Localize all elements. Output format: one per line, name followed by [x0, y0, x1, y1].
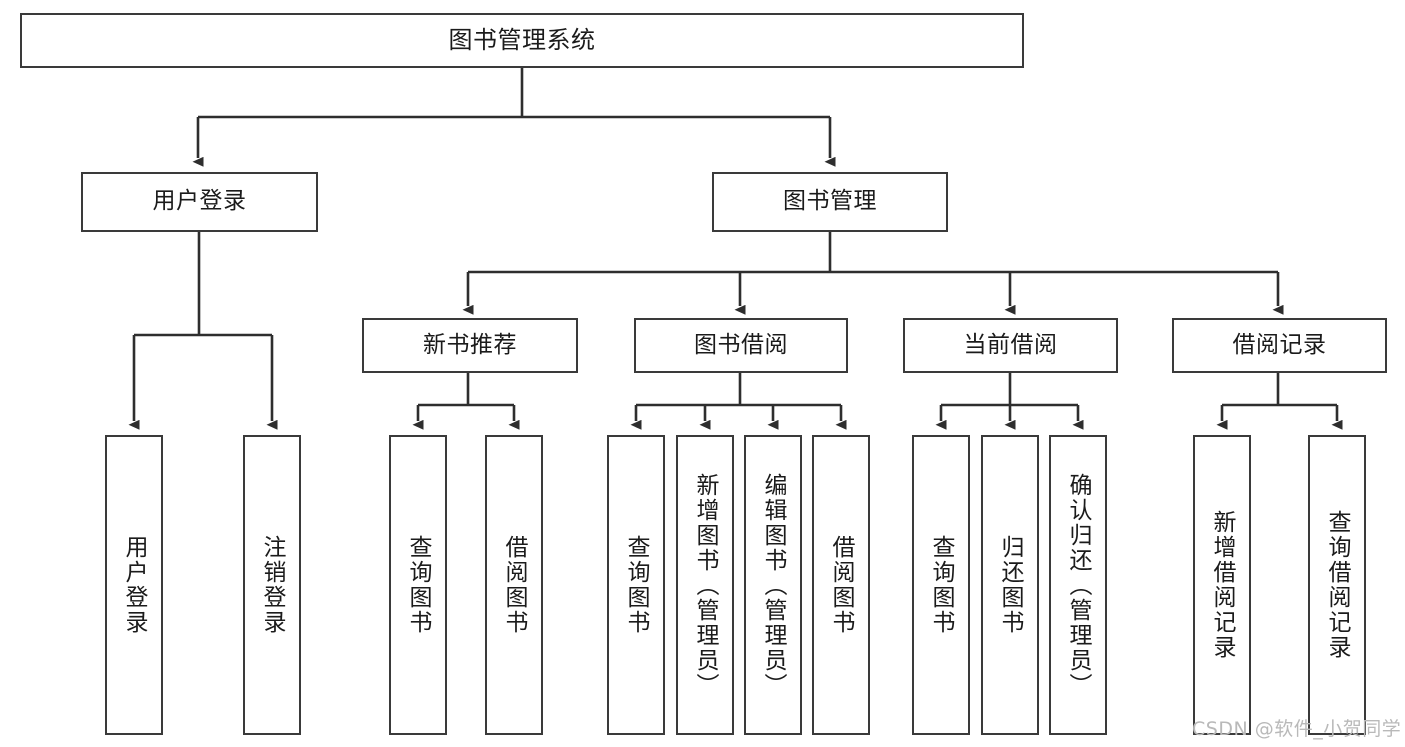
node-leaf-cb-confirm-return-label: 确认归还（管理员） — [1065, 472, 1092, 698]
node-leaf-bb-query-book-label: 查询图书 — [623, 535, 650, 635]
node-root-label: 图书管理系统 — [448, 26, 596, 55]
node-leaf-bb-borrow-book[interactable]: 借阅图书 — [812, 435, 870, 735]
node-book-management-label: 图书管理 — [783, 188, 877, 215]
node-leaf-cb-return-book-label: 归还图书 — [997, 535, 1024, 635]
node-leaf-bb-borrow-book-label: 借阅图书 — [828, 535, 855, 635]
node-leaf-cb-query-book-label: 查询图书 — [928, 535, 955, 635]
node-book-borrowing[interactable]: 图书借阅 — [634, 318, 848, 373]
node-book-management[interactable]: 图书管理 — [712, 172, 948, 232]
node-leaf-br-query-record-label: 查询借阅记录 — [1324, 510, 1351, 660]
node-leaf-br-add-record-label: 新增借阅记录 — [1209, 510, 1236, 660]
node-current-borrowing-label: 当前借阅 — [963, 331, 1058, 358]
node-user-login-label: 用户登录 — [152, 188, 247, 215]
node-leaf-bb-edit-book[interactable]: 编辑图书（管理员） — [744, 435, 802, 735]
node-leaf-cb-return-book[interactable]: 归还图书 — [981, 435, 1039, 735]
node-leaf-bb-add-book[interactable]: 新增图书（管理员） — [676, 435, 734, 735]
node-new-book-recommendation[interactable]: 新书推荐 — [362, 318, 578, 373]
node-leaf-user-login-label: 用户登录 — [121, 535, 148, 635]
node-leaf-br-add-record[interactable]: 新增借阅记录 — [1193, 435, 1251, 735]
node-book-borrowing-label: 图书借阅 — [694, 331, 788, 358]
node-leaf-cb-query-book[interactable]: 查询图书 — [912, 435, 970, 735]
node-leaf-user-login[interactable]: 用户登录 — [105, 435, 163, 735]
node-leaf-nb-query-book[interactable]: 查询图书 — [389, 435, 447, 735]
node-leaf-bb-edit-book-label: 编辑图书（管理员） — [760, 472, 787, 698]
node-leaf-nb-query-book-label: 查询图书 — [405, 535, 432, 635]
node-borrowing-record[interactable]: 借阅记录 — [1172, 318, 1387, 373]
node-new-book-recommendation-label: 新书推荐 — [423, 331, 517, 358]
node-leaf-bb-add-book-label: 新增图书（管理员） — [692, 472, 719, 698]
node-leaf-br-query-record[interactable]: 查询借阅记录 — [1308, 435, 1366, 735]
node-leaf-logout-label: 注销登录 — [259, 535, 286, 635]
node-leaf-logout[interactable]: 注销登录 — [243, 435, 301, 735]
node-borrowing-record-label: 借阅记录 — [1232, 331, 1327, 358]
node-leaf-nb-borrow-book[interactable]: 借阅图书 — [485, 435, 543, 735]
node-current-borrowing[interactable]: 当前借阅 — [903, 318, 1118, 373]
csdn-watermark: CSDN @软件_小贺同学 — [1192, 718, 1402, 740]
node-root[interactable]: 图书管理系统 — [20, 13, 1024, 68]
node-leaf-nb-borrow-book-label: 借阅图书 — [501, 535, 528, 635]
node-leaf-bb-query-book[interactable]: 查询图书 — [607, 435, 665, 735]
node-user-login[interactable]: 用户登录 — [81, 172, 318, 232]
node-leaf-cb-confirm-return[interactable]: 确认归还（管理员） — [1049, 435, 1107, 735]
